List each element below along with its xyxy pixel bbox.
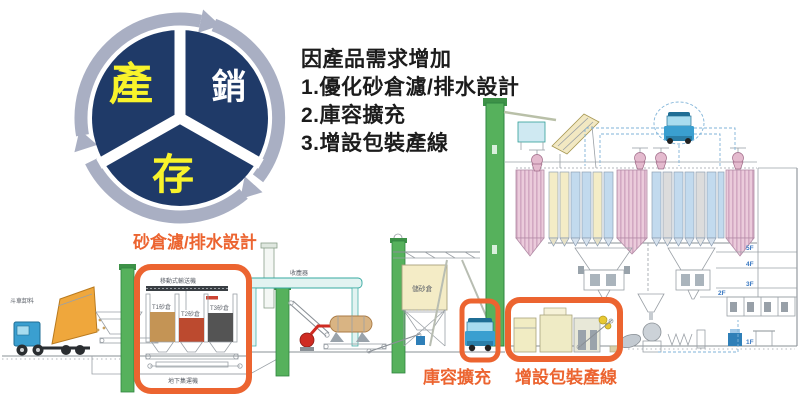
drying-line bbox=[288, 300, 387, 351]
silo-discharge-hoppers bbox=[150, 341, 233, 353]
callout-capacity: 庫容擴充 bbox=[423, 367, 491, 387]
equipment-rooms bbox=[726, 296, 796, 317]
top-hoppers bbox=[529, 147, 746, 172]
blower bbox=[299, 332, 315, 348]
elevator-tower bbox=[483, 98, 557, 347]
center-funnel bbox=[637, 293, 665, 313]
segment-dividers bbox=[96, 27, 264, 169]
callout-packaging: 增設包裝產線 bbox=[515, 367, 617, 387]
headline-title: 因產品需求增加 bbox=[301, 48, 452, 71]
mobile-conveyor-label: 移動式輸送機 bbox=[160, 277, 196, 285]
silo-t1-fill bbox=[150, 312, 175, 342]
truck-unload-label: 斗車卸料 bbox=[10, 297, 34, 305]
weigh-hopper-2 bbox=[667, 247, 716, 300]
mixer bbox=[642, 322, 662, 342]
vibrating-screen bbox=[551, 113, 600, 155]
highlight-box-capacity bbox=[459, 298, 501, 363]
dryer-drum bbox=[329, 315, 373, 333]
underground-conveyor-label: 地下集運機 bbox=[168, 377, 198, 385]
chimney bbox=[263, 245, 275, 309]
highlight-box-packaging bbox=[505, 297, 623, 362]
control-unit bbox=[728, 333, 742, 346]
capacity-truck bbox=[465, 318, 495, 352]
packaging-line bbox=[513, 307, 621, 353]
floor-label-1f: 1F bbox=[746, 339, 754, 346]
floor-label-2f: 2F bbox=[718, 290, 726, 297]
batching-section bbox=[574, 243, 775, 353]
segment-label-stock: 存 bbox=[152, 151, 194, 198]
silo-t1-label: T1砂倉 bbox=[152, 303, 171, 311]
callout-sand-silo: 砂倉濾/排水設計 bbox=[133, 232, 257, 252]
silo-t3-fill bbox=[208, 313, 233, 342]
silo-t2-fill bbox=[179, 318, 204, 342]
green-tower-mid bbox=[274, 284, 291, 377]
production-sales-stock-cycle: 產 銷 存 bbox=[74, 9, 286, 224]
screw-conveyor bbox=[667, 332, 693, 347]
right-hall: 5F 4F 3F 2F 1F bbox=[700, 167, 798, 346]
storage-silo: 儲砂倉 bbox=[366, 251, 500, 354]
screen-box bbox=[517, 121, 546, 143]
floor-label-5f: 5F bbox=[746, 245, 754, 252]
floor-label-4f: 4F bbox=[746, 261, 754, 268]
silo-t2-label: T2砂倉 bbox=[181, 310, 200, 318]
weigh-hopper-1 bbox=[574, 247, 633, 300]
headline-block: 因產品需求增加 1.優化砂倉濾/排水設計 2.庫容擴充 3.增設包裝產線 bbox=[301, 46, 641, 158]
feed-truck bbox=[584, 101, 736, 166]
dust-collector-label: 收塵器 bbox=[290, 269, 308, 277]
green-tower-left bbox=[119, 264, 136, 393]
sand-silo-bay: 移動式輸送機 T1砂倉 T2砂倉 T3砂倉 地下集運機 bbox=[140, 277, 248, 385]
storage-silo-label: 儲砂倉 bbox=[412, 284, 433, 293]
floor-label-3f: 3F bbox=[746, 281, 754, 288]
segment-label-sales: 銷 bbox=[211, 68, 246, 107]
headline-item-2: 2.庫容擴充 bbox=[301, 104, 406, 127]
highlight-box-sand-silo bbox=[134, 264, 252, 394]
silo-row bbox=[505, 147, 757, 257]
headline-item-3: 3.增設包裝產線 bbox=[301, 132, 449, 155]
segment-label-production: 產 bbox=[109, 60, 153, 109]
robot-arm bbox=[598, 315, 608, 325]
dump-truck: 斗車卸料 bbox=[10, 286, 106, 356]
headline-item-1: 1.優化砂倉濾/排水設計 bbox=[301, 76, 520, 99]
silo-t3-label: T3砂倉 bbox=[210, 304, 229, 312]
ring-arrow-icon bbox=[74, 9, 286, 224]
screening-equipment bbox=[517, 113, 600, 169]
